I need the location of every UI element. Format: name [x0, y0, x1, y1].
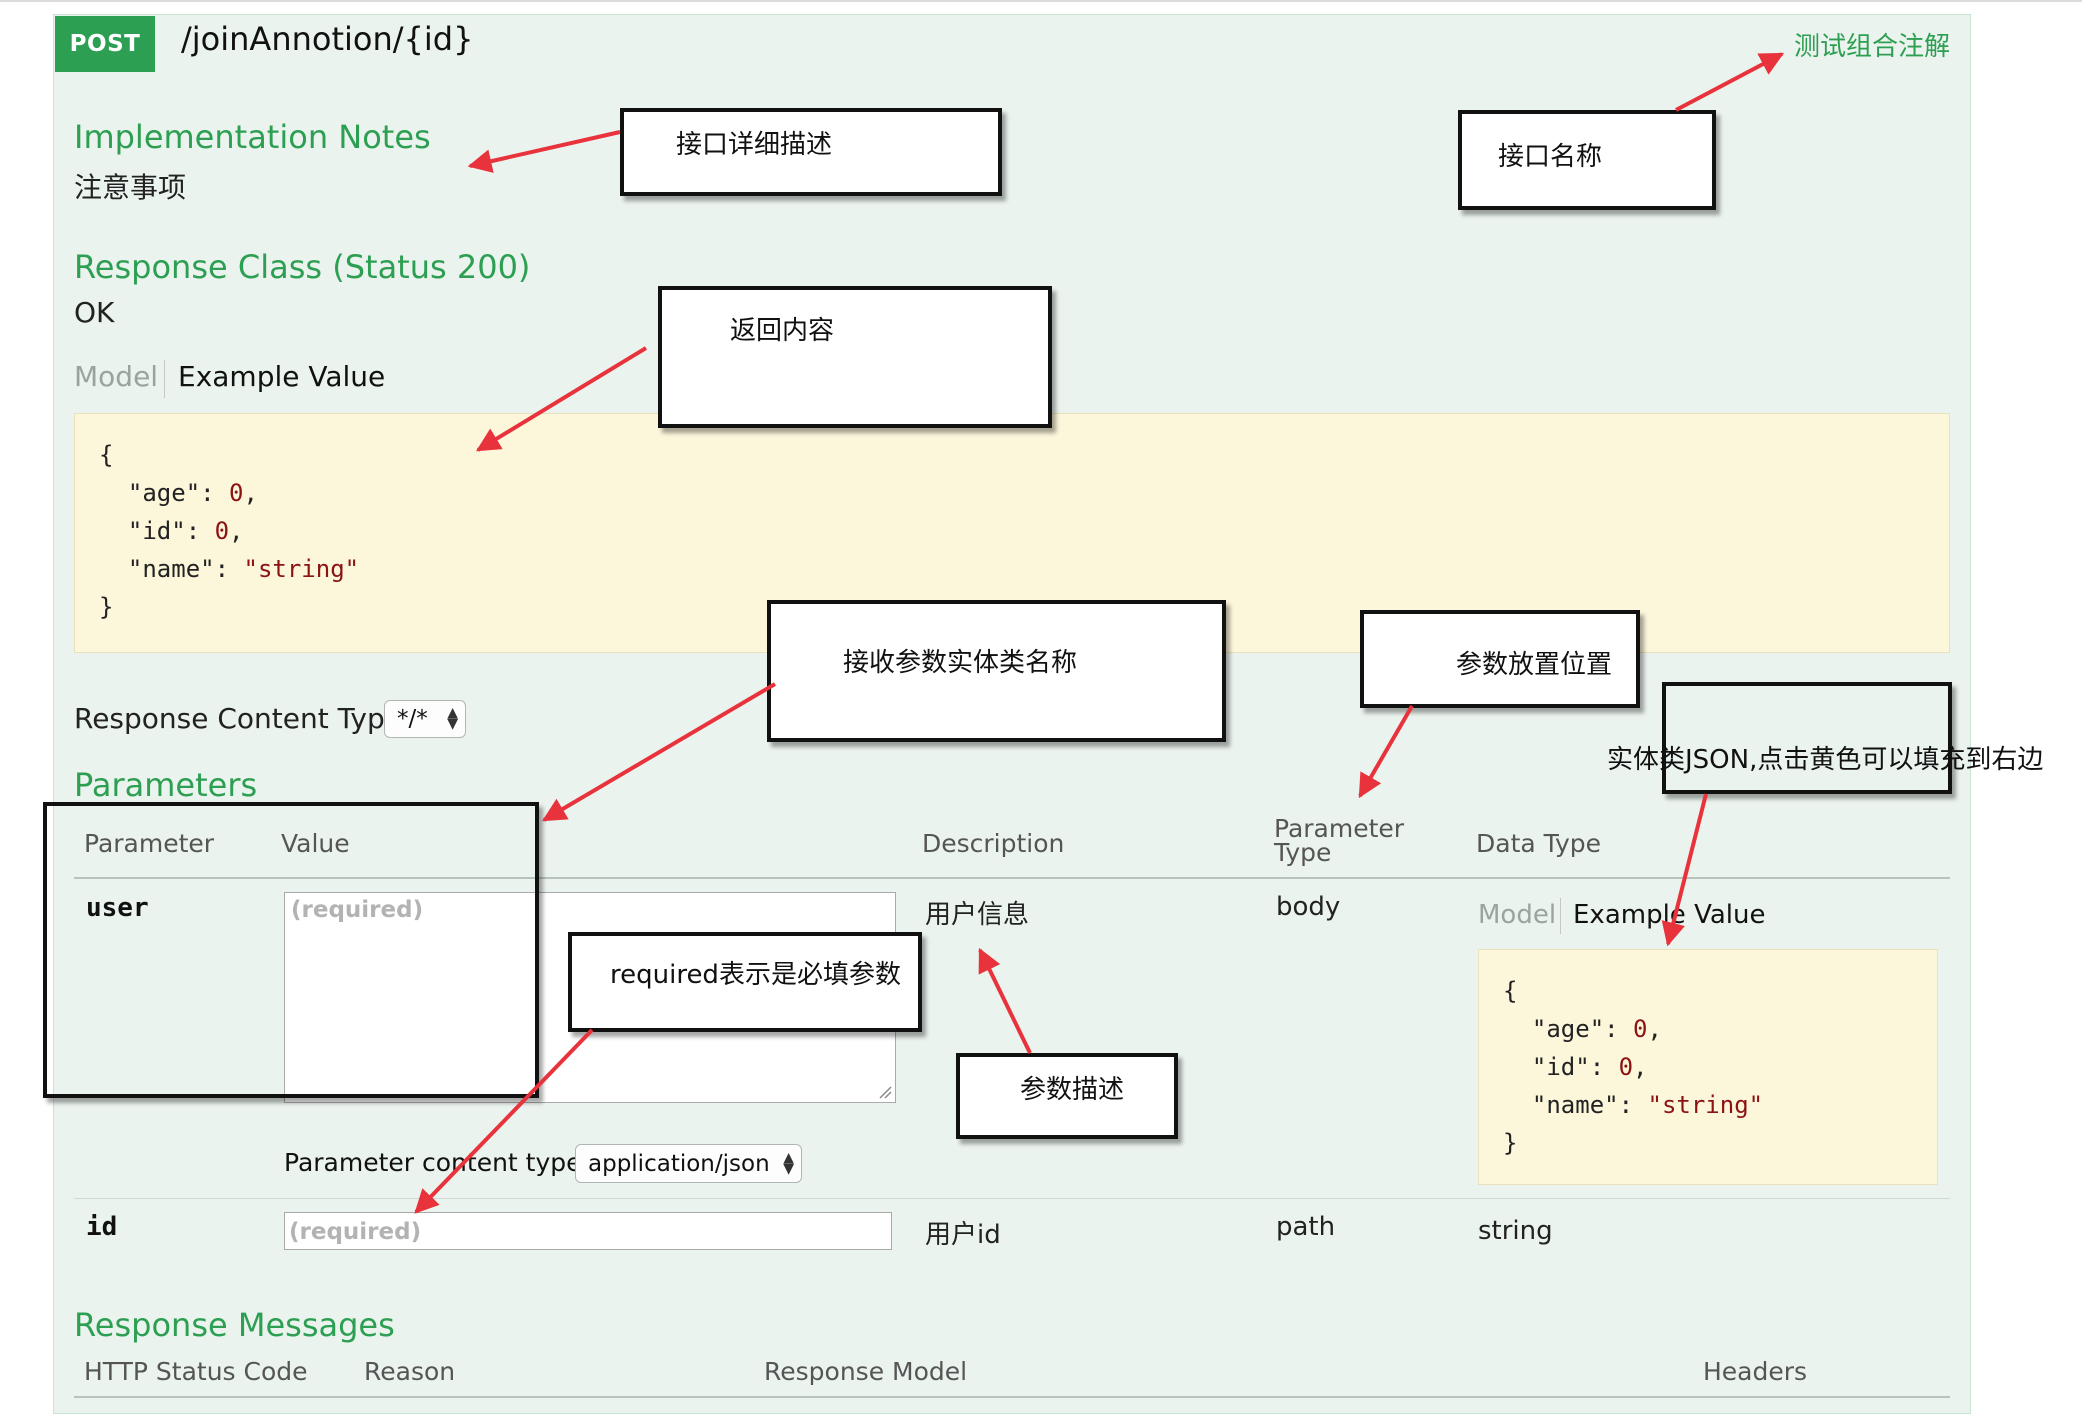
- response-content-type-label: Response Content Type: [74, 702, 402, 735]
- param-name-user: user: [86, 893, 149, 923]
- endpoint-path[interactable]: /joinAnnotion/{id}: [181, 20, 474, 58]
- input-placeholder: (required): [289, 1219, 422, 1245]
- annotation-name-text: 接口名称: [1498, 142, 1603, 172]
- tab-model[interactable]: Model: [74, 360, 159, 393]
- annotation-position-box: 参数放置位置: [1360, 610, 1640, 708]
- tab-separator: [164, 360, 165, 398]
- select-value: application/json: [588, 1150, 770, 1177]
- code-line: "age": 0,: [99, 479, 258, 507]
- code-line: "name": "string": [99, 555, 360, 583]
- implementation-notes-heading: Implementation Notes: [74, 118, 431, 156]
- resize-handle-icon[interactable]: [878, 1085, 892, 1099]
- col-http-status-code: HTTP Status Code: [84, 1357, 308, 1386]
- param-id-input[interactable]: (required): [284, 1212, 892, 1250]
- code-line: "age": 0,: [1503, 1015, 1662, 1043]
- table-header-divider: [74, 877, 1950, 879]
- param-id-data-type: string: [1478, 1216, 1553, 1246]
- annotation-name-box: 接口名称: [1458, 110, 1716, 210]
- tab-example-value[interactable]: Example Value: [178, 360, 386, 393]
- annotation-param-desc-text: 参数描述: [1020, 1075, 1125, 1105]
- annotation-param-highlight-box: [43, 802, 539, 1098]
- param-user-description: 用户信息: [925, 900, 1030, 930]
- tab-separator: [1560, 898, 1561, 934]
- col-response-model: Response Model: [764, 1357, 968, 1386]
- col-parameter-type-line1: Parameter: [1274, 814, 1405, 843]
- annotation-return-box: 返回内容: [658, 286, 1052, 428]
- annotation-return-text: 返回内容: [730, 316, 835, 346]
- code-line: }: [1503, 1129, 1518, 1157]
- code-line: {: [99, 441, 114, 469]
- response-status-text: OK: [74, 296, 115, 329]
- select-arrows-icon: ▲▼: [783, 1149, 794, 1177]
- param-tab-example-value[interactable]: Example Value: [1573, 900, 1766, 930]
- row-divider: [74, 1198, 1950, 1199]
- annotation-json-text: 实体类JSON,点击黄色可以填充到右边: [1607, 745, 2044, 775]
- top-border: [0, 0, 2082, 2]
- param-content-type-label: Parameter content type:: [284, 1148, 590, 1177]
- col-parameter: Parameter: [84, 829, 215, 858]
- param-user-type: body: [1276, 892, 1341, 922]
- param-content-type-select[interactable]: application/json ▲▼: [575, 1144, 802, 1183]
- col-parameter-type: Parameter Type: [1274, 814, 1405, 867]
- param-id-type: path: [1276, 1212, 1336, 1242]
- code-line: "name": "string": [1503, 1091, 1764, 1119]
- annotation-required-text: required表示是必填参数: [610, 960, 901, 990]
- param-tab-model[interactable]: Model: [1478, 900, 1557, 930]
- select-arrows-icon: ▲▼: [447, 705, 458, 732]
- code-line: }: [99, 593, 114, 621]
- code-line: {: [1503, 977, 1518, 1005]
- param-example-code[interactable]: { "age": 0, "id": 0, "name": "string" }: [1478, 949, 1938, 1185]
- select-value: */*: [397, 706, 428, 732]
- parameters-heading: Parameters: [74, 766, 258, 804]
- annotation-position-text: 参数放置位置: [1456, 650, 1613, 680]
- col-data-type: Data Type: [1476, 829, 1602, 858]
- code-line: "id": 0,: [1503, 1053, 1648, 1081]
- col-headers: Headers: [1703, 1357, 1808, 1386]
- annotation-param-desc-box: 参数描述: [956, 1053, 1178, 1139]
- response-content-type-select[interactable]: */* ▲▼: [384, 700, 466, 738]
- http-method-badge[interactable]: POST: [55, 16, 155, 72]
- response-class-heading: Response Class (Status 200): [74, 248, 531, 286]
- textarea-placeholder: (required): [291, 897, 424, 923]
- response-messages-divider: [74, 1396, 1950, 1398]
- col-parameter-type-line2: Type: [1274, 838, 1332, 867]
- response-messages-heading: Response Messages: [74, 1306, 395, 1344]
- col-value: Value: [281, 829, 350, 858]
- annotation-json-box: [1662, 682, 1952, 794]
- param-name-id: id: [86, 1212, 118, 1242]
- endpoint-summary[interactable]: 测试组合注解: [1794, 32, 1951, 62]
- annotation-desc-text: 接口详细描述: [676, 130, 833, 160]
- param-id-description: 用户id: [925, 1220, 1001, 1250]
- col-reason: Reason: [364, 1357, 456, 1386]
- annotation-required-box: required表示是必填参数: [568, 932, 922, 1032]
- annotation-entity-box: 接收参数实体类名称: [767, 600, 1226, 742]
- annotation-entity-text: 接收参数实体类名称: [843, 648, 1078, 678]
- code-line: "id": 0,: [99, 517, 244, 545]
- annotation-desc-box: 接口详细描述: [620, 108, 1002, 196]
- col-description: Description: [922, 829, 1065, 858]
- implementation-notes-text: 注意事项: [74, 171, 187, 204]
